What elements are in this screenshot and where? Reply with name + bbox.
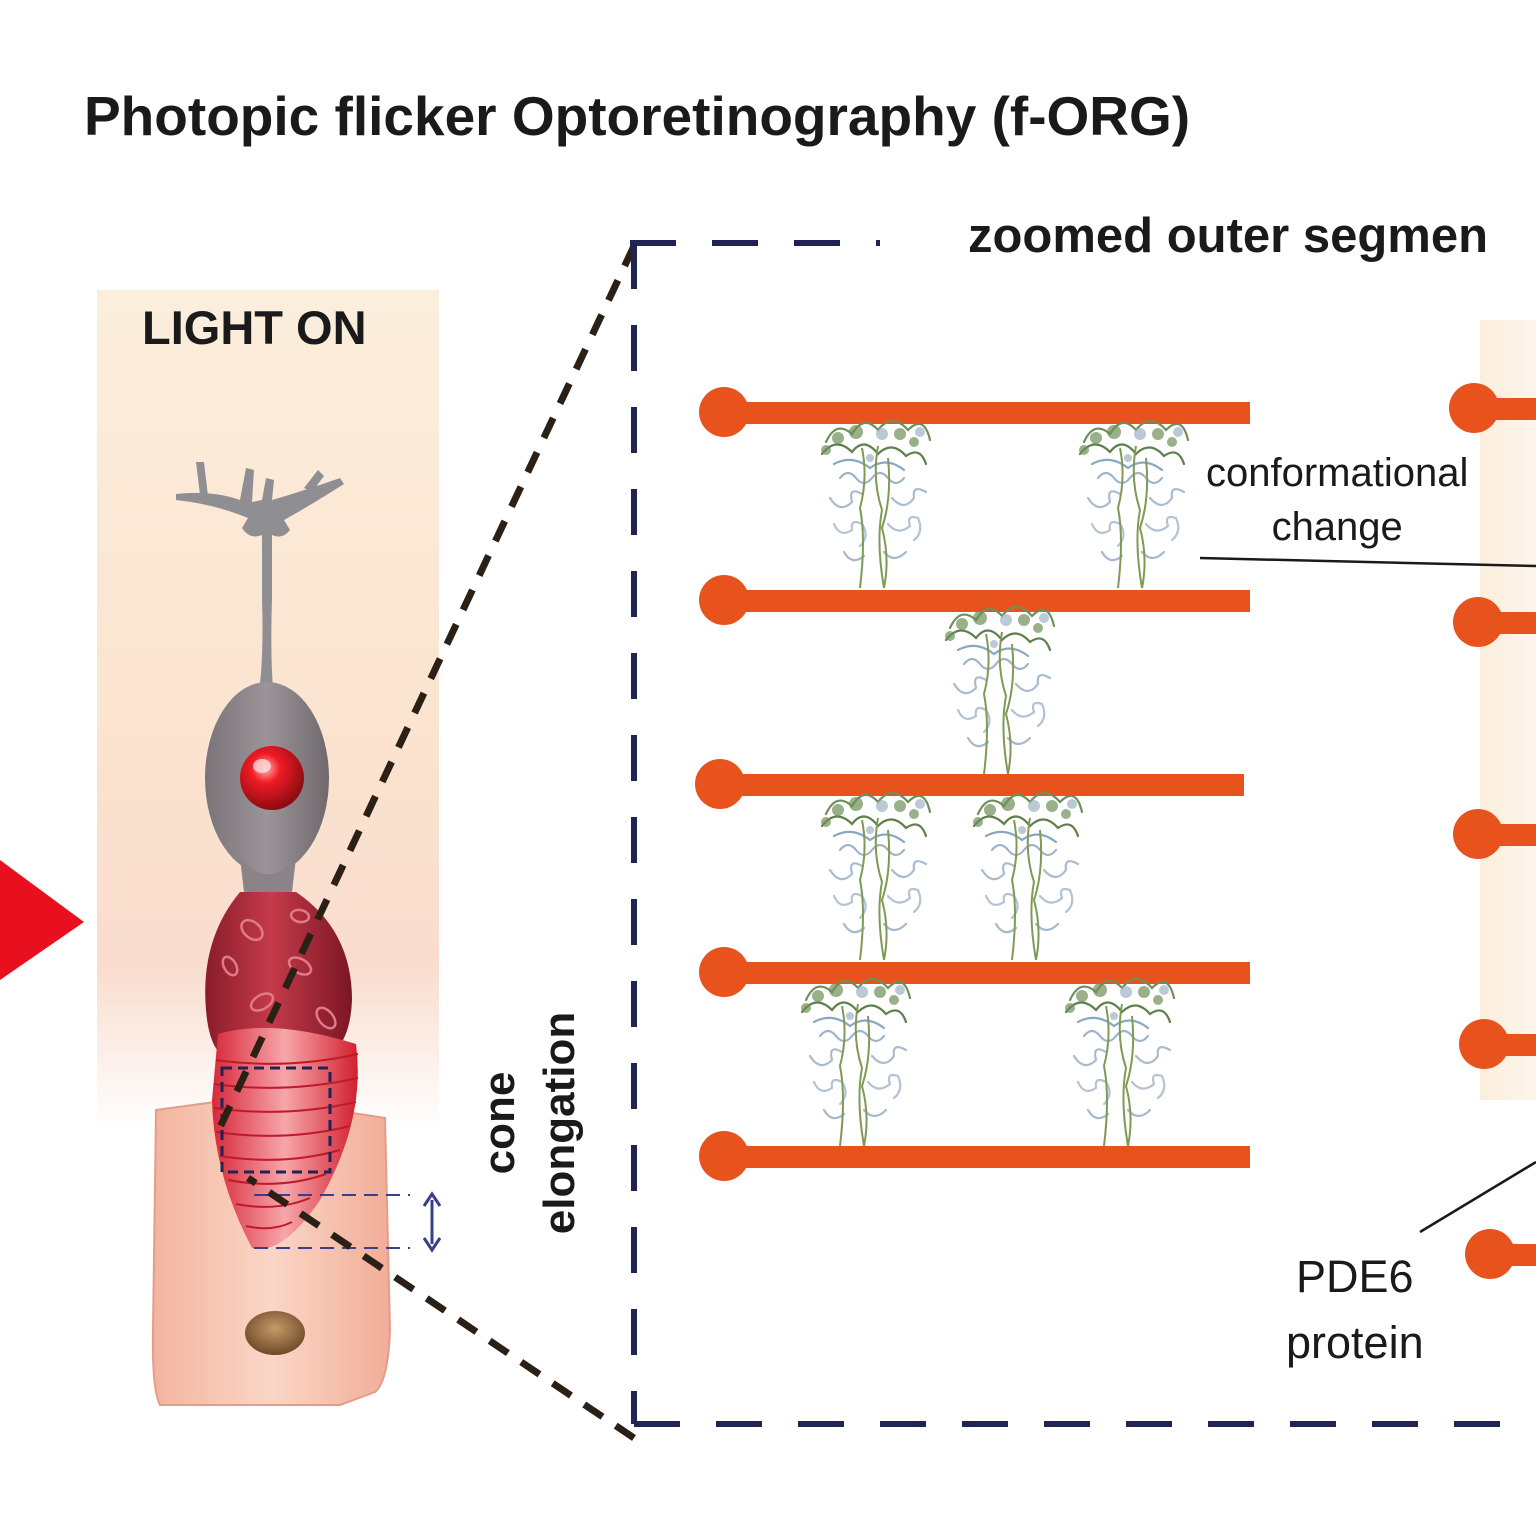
rpe-nucleus bbox=[245, 1311, 305, 1355]
cone-elongation-label: cone elongation bbox=[475, 1011, 584, 1235]
pde6-protein bbox=[971, 791, 1084, 962]
pde6-protein bbox=[819, 791, 932, 962]
light-on-label: LIGHT ON bbox=[142, 301, 367, 354]
pde6-protein bbox=[799, 977, 912, 1148]
cone-outer-segment bbox=[212, 1027, 359, 1249]
cone-soma-neck bbox=[240, 858, 296, 896]
zoom-connector-lines bbox=[210, 244, 638, 1441]
pde6-protein bbox=[1077, 419, 1190, 590]
conformational-change-leader bbox=[1199, 556, 1536, 568]
right-partial-discs bbox=[1449, 383, 1536, 1279]
pde6-protein-label: PDE6 protein bbox=[1286, 1251, 1424, 1368]
pde6-protein bbox=[943, 605, 1056, 776]
cone-nucleus bbox=[240, 746, 304, 810]
figure-title: Photopic flicker Optoretinography (f-ORG… bbox=[84, 85, 1191, 147]
elongation-marker bbox=[254, 1191, 442, 1253]
zoom-panel-title: zoomed outer segmen bbox=[968, 209, 1489, 263]
right-panel-glow bbox=[1480, 320, 1536, 1100]
membrane-discs bbox=[695, 387, 1250, 1181]
zoom-panel-frame bbox=[630, 240, 1536, 1427]
pde6-protein bbox=[1063, 977, 1176, 1148]
conformational-change-label: conformational change bbox=[1206, 451, 1469, 549]
cone-synaptic-terminal bbox=[176, 462, 344, 700]
pde6-protein bbox=[819, 419, 932, 590]
pde6-leader bbox=[1419, 1160, 1536, 1234]
stimulus-arrow bbox=[0, 860, 84, 980]
